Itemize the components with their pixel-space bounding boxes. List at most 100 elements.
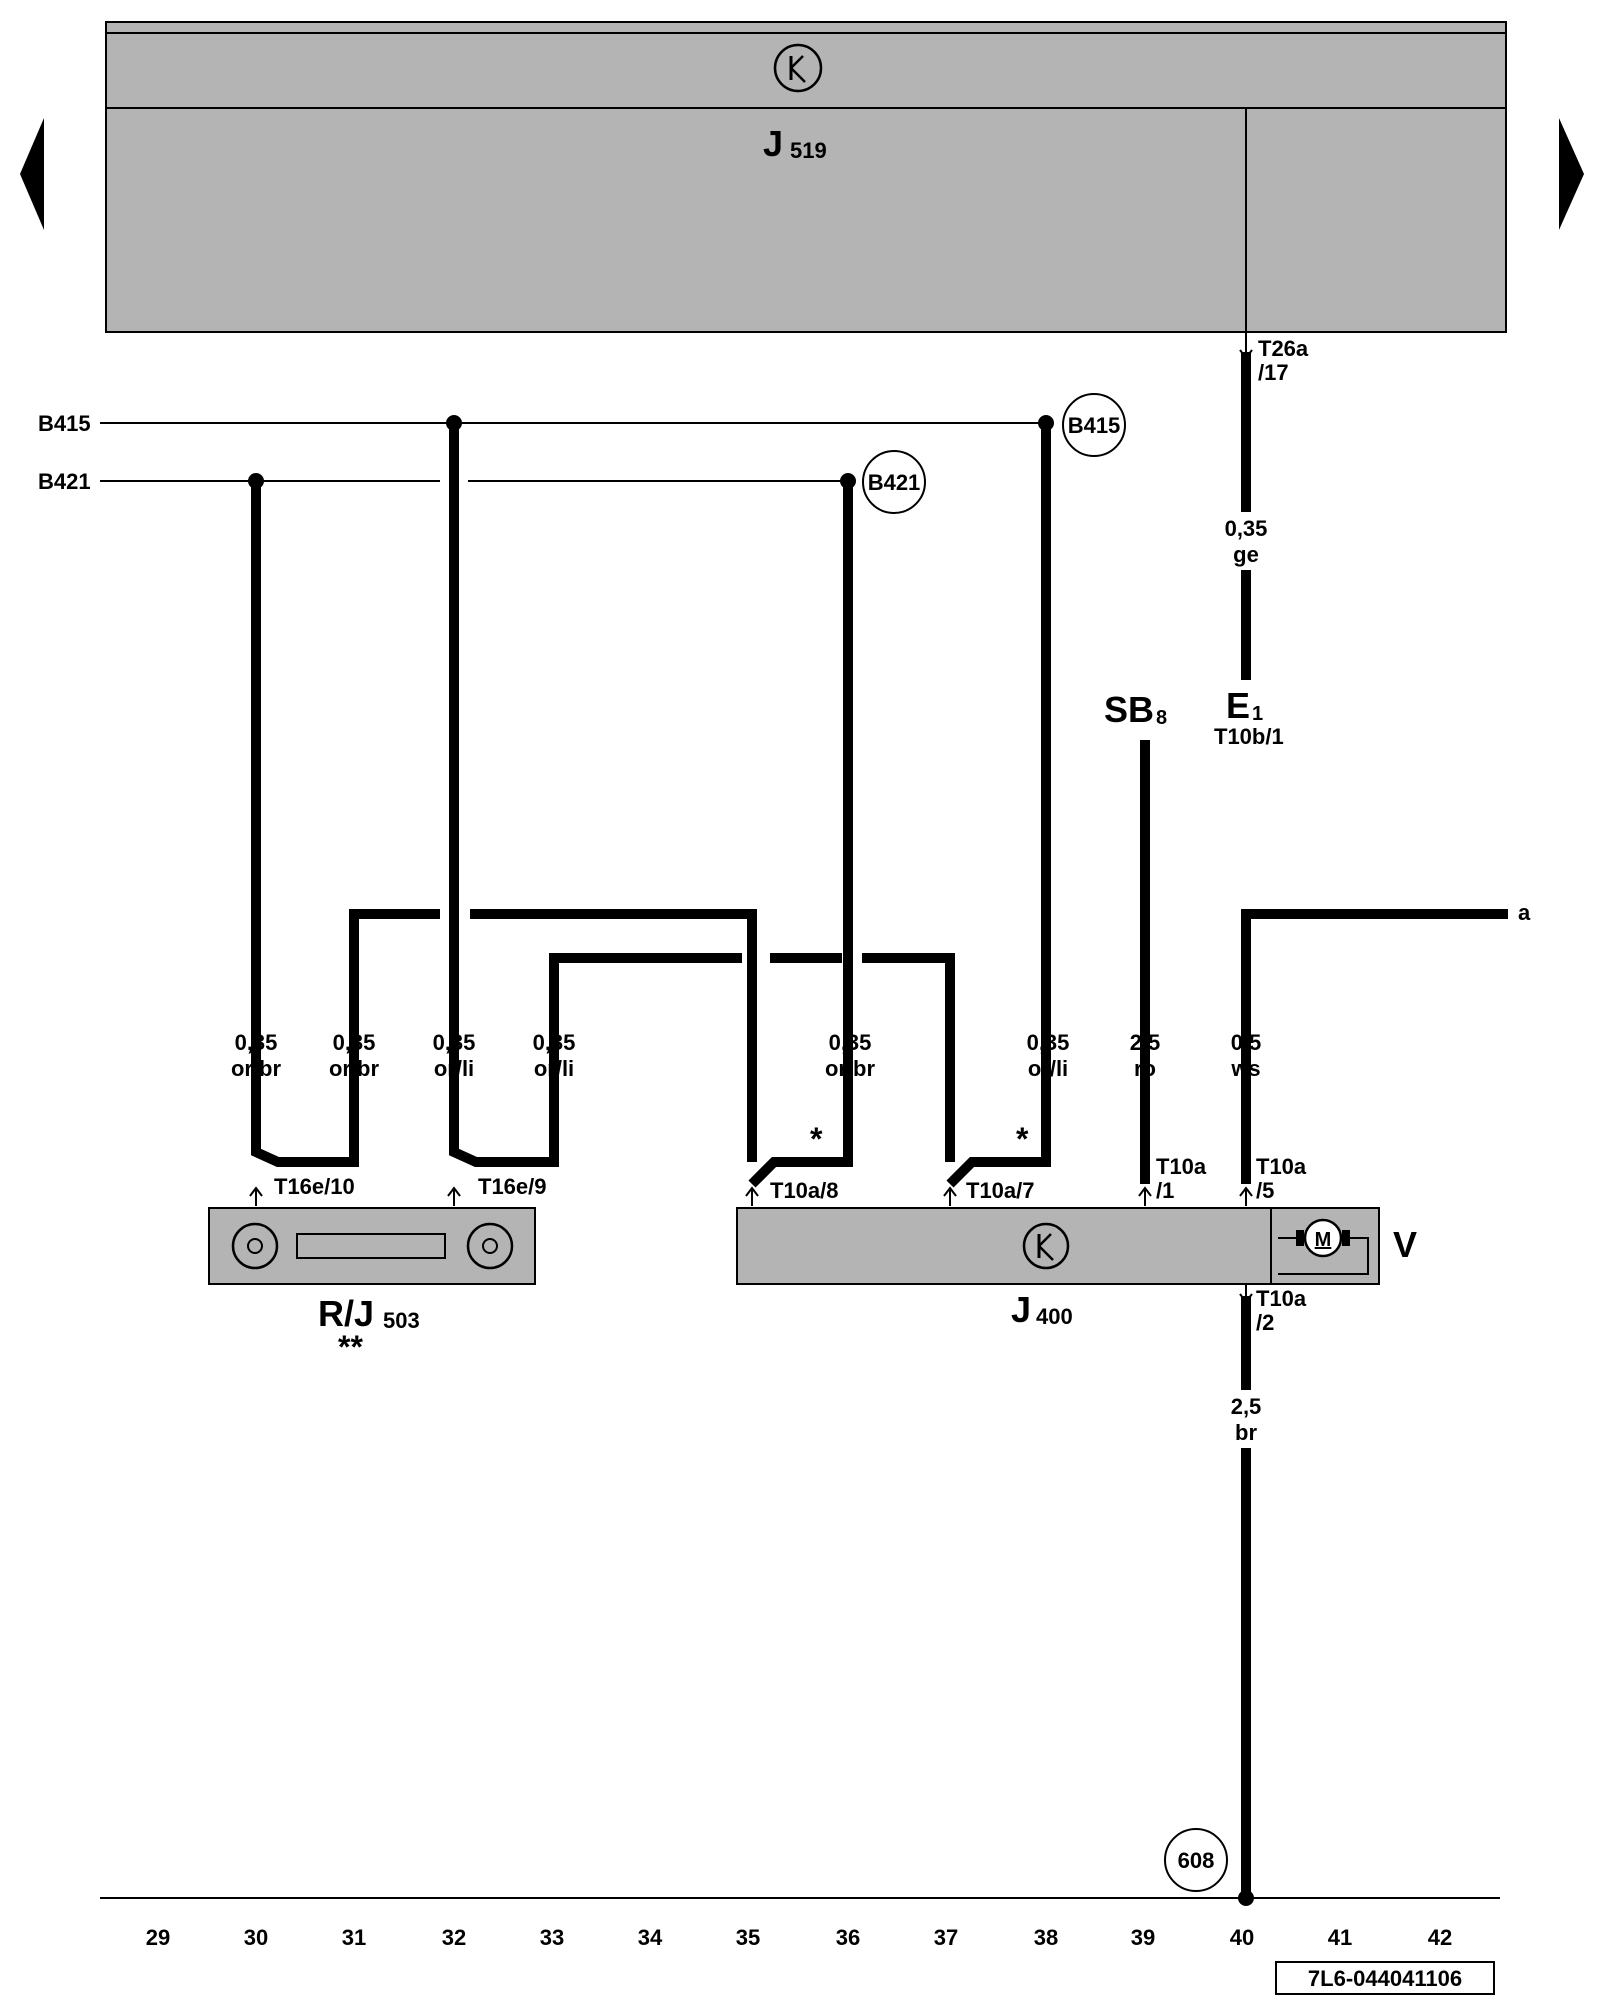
connector-arrows [249, 340, 1253, 1304]
pin-t10a-2-line2: /2 [1256, 1310, 1274, 1335]
rj503-label: R/J [318, 1293, 374, 1334]
pin-t10a-5-line1: T10a [1256, 1154, 1307, 1179]
note-asterisk: * [1016, 1121, 1029, 1157]
b421-reference-circle: B421 [862, 450, 926, 514]
ground-reference-label: 608 [1178, 1848, 1215, 1873]
note-asterisk: * [810, 1121, 823, 1157]
previous-page-arrow-icon[interactable] [20, 118, 44, 230]
v-motor-label: V [1393, 1224, 1417, 1265]
t10a-2-connector-icon [1239, 1284, 1253, 1304]
column-number: 39 [1131, 1925, 1155, 1950]
wire-8-color: ws [1230, 1056, 1260, 1081]
wire-7-size: 2,5 [1130, 1030, 1161, 1055]
column-number: 31 [342, 1925, 366, 1950]
wire-10-color: br [1235, 1420, 1257, 1445]
transistor-icon [1022, 1222, 1070, 1270]
pin-t10a-7: T10a/7 [966, 1178, 1035, 1203]
pin-t26a-17-line1: T26a [1258, 336, 1309, 361]
wire-6-color: or/li [1028, 1056, 1068, 1081]
sb8-subscript: 8 [1156, 707, 1167, 729]
b421-label: B421 [38, 469, 91, 494]
wire-10-size: 2,5 [1231, 1394, 1262, 1419]
pin-t10a-5-line2: /5 [1256, 1178, 1274, 1203]
rj503-module: R/J 503 ** [208, 1207, 536, 1365]
pin-t10a-2-line1: T10a [1256, 1286, 1307, 1311]
t10a-1-connector-icon [1138, 1186, 1152, 1206]
document-code: 7L6-044041106 [1308, 1966, 1462, 1991]
wire-1-color: or/br [231, 1056, 282, 1081]
wire-5-size: 0,35 [829, 1030, 872, 1055]
t10a-7-connector-icon [943, 1186, 957, 1206]
wire-1-size: 0,35 [235, 1030, 278, 1055]
wire-2-color: or/br [329, 1056, 380, 1081]
j400-module: M J 400 V [736, 1207, 1417, 1330]
speaker-right-icon [466, 1222, 514, 1270]
wire-8-size: 0,5 [1231, 1030, 1262, 1055]
wire-a-to-t10a5 [1241, 909, 1508, 1184]
b415-label: B415 [38, 411, 91, 436]
document-code-box: 7L6-044041106 [1275, 1961, 1495, 1995]
t10a-8-connector-icon [745, 1186, 759, 1206]
rj503-subscript: 503 [383, 1308, 420, 1333]
motor-icon: M [1278, 1218, 1369, 1275]
wire-3-color: or/li [434, 1056, 474, 1081]
pin-t10a-8: T10a/8 [770, 1178, 839, 1203]
wire-7-color: ro [1134, 1056, 1156, 1081]
column-number: 33 [540, 1925, 564, 1950]
column-number: 38 [1034, 1925, 1058, 1950]
column-number: 35 [736, 1925, 760, 1950]
column-number: 40 [1230, 1925, 1254, 1950]
wire-2-size: 0,35 [333, 1030, 376, 1055]
column-number: 36 [836, 1925, 860, 1950]
wire-b421-to-t16e10 [251, 481, 440, 1167]
wire-4-color: or/li [534, 1056, 574, 1081]
t10a-5-connector-icon [1239, 1186, 1253, 1206]
j519-subscript: 519 [790, 138, 827, 163]
b415-reference-circle: B415 [1062, 393, 1126, 457]
column-number: 41 [1328, 1925, 1352, 1950]
wire-3-size: 0,35 [433, 1030, 476, 1055]
pin-t10a-1-line1: T10a [1156, 1154, 1207, 1179]
e1-subscript: 1 [1252, 703, 1263, 725]
j519-control-unit: J 519 [105, 21, 1507, 342]
continuation-a-label: a [1518, 900, 1531, 925]
b421-reference-label: B421 [868, 470, 921, 495]
j400-subscript: 400 [1036, 1304, 1073, 1329]
column-numbers: 29 30 31 32 33 34 35 36 37 38 39 40 41 4… [146, 1925, 1452, 1950]
column-number: 34 [638, 1925, 663, 1950]
ground-reference-circle [1164, 1828, 1228, 1892]
pin-t26a-17-line2: /17 [1258, 360, 1289, 385]
pin-t10a-1-line2: /1 [1156, 1178, 1174, 1203]
t26a-17-connector-icon [1239, 340, 1253, 360]
wire-harness [251, 352, 1508, 1898]
bus-lines: B415 B421 B415 B421 [38, 393, 1126, 514]
b415-reference-label: B415 [1068, 413, 1121, 438]
column-number: 32 [442, 1925, 466, 1950]
wire-b421-to-t10a8 [748, 481, 853, 1188]
rj503-note-marker: ** [338, 1329, 363, 1365]
pin-t16e-10: T16e/10 [274, 1174, 355, 1199]
t16e-9-connector-icon [447, 1186, 461, 1206]
transistor-icon [773, 43, 823, 93]
e1-pin-label: T10b/1 [1214, 724, 1284, 749]
j400-label: J [1011, 1289, 1031, 1330]
column-number: 42 [1428, 1925, 1452, 1950]
column-number: 37 [934, 1925, 958, 1950]
wire-t10a8-crossover [470, 909, 757, 1162]
wire-4-size: 0,35 [533, 1030, 576, 1055]
source-labels: SB 8 E 1 T10b/1 a [1104, 685, 1531, 925]
sb8-label: SB [1104, 689, 1154, 730]
wire-9-size: 0,35 [1225, 516, 1268, 541]
wire-6-size: 0,35 [1027, 1030, 1070, 1055]
j519-label: J [763, 123, 783, 164]
wire-5-color: or/br [825, 1056, 876, 1081]
next-page-arrow-icon[interactable] [1559, 118, 1584, 230]
speaker-left-icon [231, 1222, 279, 1270]
wire-b415-to-t10a7 [946, 423, 1051, 1188]
ground-point: 608 [1164, 1828, 1254, 1906]
pin-t16e-9: T16e/9 [478, 1174, 547, 1199]
wire-spec-labels: 0,35 or/br 0,35 or/br 0,35 or/li 0,35 or… [231, 512, 1272, 1448]
pin-labels: T26a /17 T16e/10 T16e/9 T10a/8 T10a/7 T1… [274, 336, 1309, 1335]
t16e-10-connector-icon [249, 1186, 263, 1206]
